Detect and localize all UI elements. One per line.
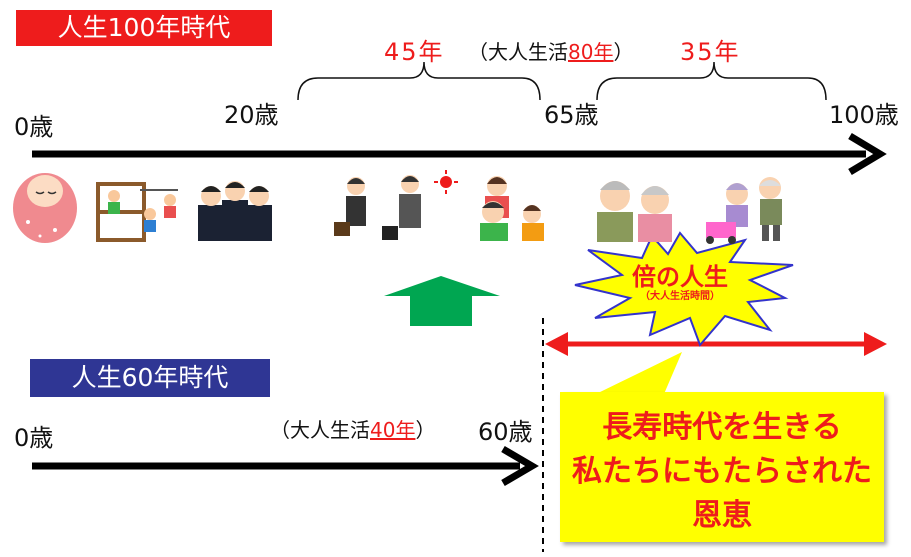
- callout-line-3: 恩恵: [692, 498, 752, 533]
- age-0-60: 0歳: [14, 424, 54, 452]
- elderly-couple-icon: [597, 181, 672, 242]
- callout-text: 長寿時代を生きる 私たちにもたらされた 恩恵: [560, 406, 884, 538]
- age-20: 20歳: [224, 101, 279, 129]
- family-icon: [480, 176, 544, 241]
- era60-title: 人生60年時代: [30, 359, 270, 397]
- callout-pointer: [596, 352, 682, 394]
- double-life-label: 倍の人生 （大人生活時間）: [632, 263, 728, 302]
- adult-years-label: 45年: [384, 38, 445, 66]
- callout-box: [560, 392, 884, 542]
- baby-icon: [13, 173, 77, 243]
- green-up-arrow: [384, 276, 500, 326]
- age-0-100: 0歳: [14, 113, 54, 141]
- age-100: 100歳: [829, 101, 899, 129]
- commuting-workers-icon: [334, 170, 458, 240]
- age-60: 60歳: [478, 418, 533, 446]
- students-icon: [198, 181, 272, 241]
- brace-adult-years: [297, 61, 541, 101]
- adult-life-note-100: （大人生活80年）: [468, 40, 634, 64]
- adult-life-note-60: （大人生活40年）: [270, 418, 436, 442]
- callout-line-2: 私たちにもたらされた: [572, 454, 872, 489]
- age-65: 65歳: [544, 101, 599, 129]
- playground-children-icon: [96, 182, 178, 242]
- callout-line-1: 長寿時代を生きる: [602, 410, 842, 445]
- elderly-walking-icon: [706, 177, 782, 244]
- era100-title: 人生100年時代: [16, 10, 272, 46]
- starburst: [574, 231, 794, 347]
- senior-years-label: 35年: [680, 38, 741, 66]
- brace-senior-years: [596, 61, 827, 101]
